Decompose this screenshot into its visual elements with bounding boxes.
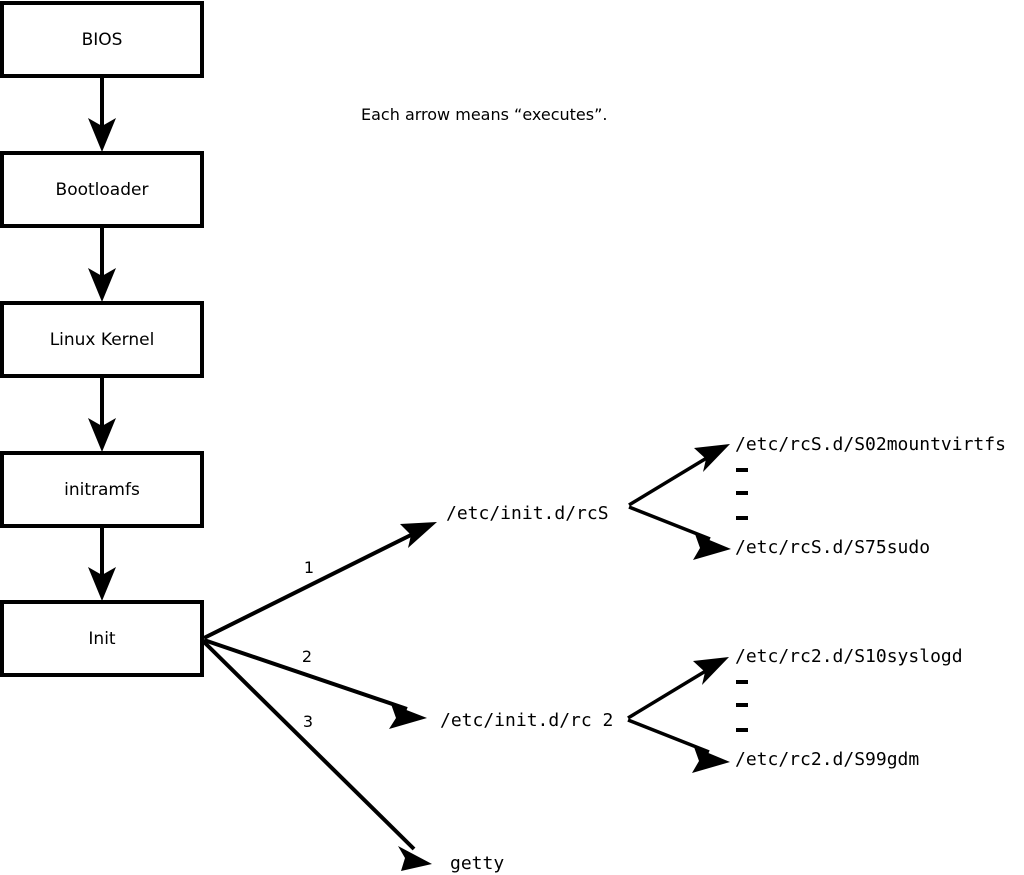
rcs-script-last: /etc/rcS.d/S75sudo (735, 537, 930, 558)
kernel-label: Linux Kernel (50, 330, 155, 350)
arrow-rc2-to-first-script (627, 657, 729, 720)
arrow-bios-to-bootloader (88, 76, 116, 152)
arrow-bootloader-to-kernel (88, 226, 116, 302)
initramfs-label: initramfs (64, 480, 140, 500)
node-init: Init (0, 600, 204, 677)
rcs-script-ellipsis (736, 468, 748, 520)
init-box (0, 600, 204, 677)
branch-number-3: 3 (303, 712, 313, 731)
arrow-initramfs-to-init (88, 526, 116, 601)
caption-text: Each arrow means “executes”. (361, 105, 607, 124)
rcs-script-first: /etc/rcS.d/S02mountvirtfs (735, 434, 1006, 455)
arrow-kernel-to-initramfs (88, 376, 116, 452)
branch-number-2: 2 (302, 647, 312, 666)
target-label-getty: getty (450, 853, 504, 874)
rc2-script-first: /etc/rc2.d/S10syslogd (735, 646, 963, 667)
node-bios: BIOS (0, 1, 204, 78)
node-linux-kernel: Linux Kernel (0, 301, 204, 378)
initramfs-box (0, 451, 204, 528)
rc2-script-last: /etc/rc2.d/S99gdm (735, 749, 919, 770)
init-label: Init (88, 629, 116, 649)
node-bootloader: Bootloader (0, 151, 204, 228)
arrow-init-to-rcs (203, 522, 437, 640)
arrow-init-to-rc2 (203, 638, 427, 729)
bios-box (0, 1, 204, 78)
bootloader-label: Bootloader (56, 180, 149, 200)
arrow-init-to-getty (202, 640, 432, 871)
branch-number-1: 1 (304, 558, 314, 577)
node-initramfs: initramfs (0, 451, 204, 528)
target-label-rcs: /etc/init.d/rcS (446, 503, 609, 524)
arrow-rcs-to-last-script (628, 505, 731, 560)
target-label-rc2: /etc/init.d/rc 2 (440, 710, 613, 731)
bios-label: BIOS (82, 30, 123, 50)
arrow-rc2-to-last-script (627, 718, 730, 773)
rc2-script-ellipsis (736, 680, 748, 732)
arrow-rcs-to-first-script (628, 444, 730, 507)
